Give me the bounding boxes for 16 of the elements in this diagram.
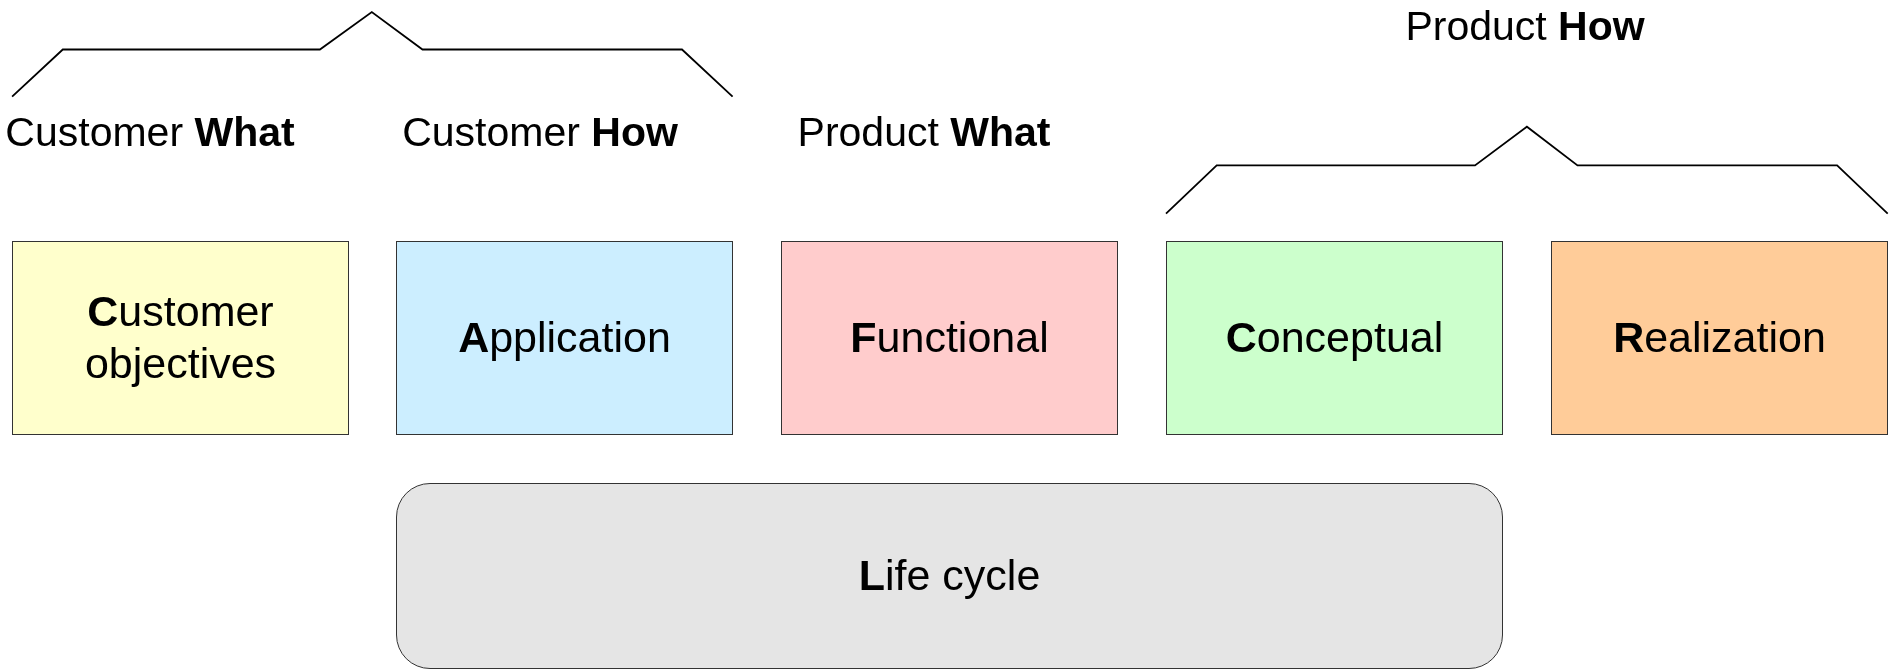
- box-label: Functional: [850, 312, 1049, 364]
- heading-label: Customer How: [402, 108, 678, 157]
- box-label: Customer objectives: [83, 286, 278, 389]
- box-label: Application: [458, 312, 671, 364]
- process-box: [12, 241, 349, 435]
- process-box: [1551, 241, 1888, 435]
- heading-label: Product How: [1405, 2, 1645, 51]
- box-label: Life cycle: [858, 550, 1041, 602]
- process-box: [781, 241, 1118, 435]
- box-label: Realization: [1613, 312, 1826, 364]
- process-box: [396, 241, 733, 435]
- box-label: Conceptual: [1225, 312, 1444, 364]
- heading-label: Customer What: [5, 108, 295, 157]
- process-box: [1166, 241, 1503, 435]
- heading-label: Product What: [797, 108, 1051, 157]
- process-box: [396, 483, 1503, 669]
